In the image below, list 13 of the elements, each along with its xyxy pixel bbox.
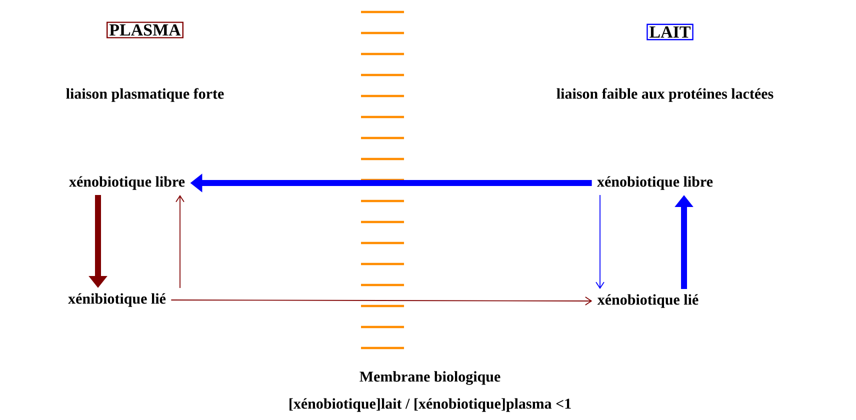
caption-text: liaison faible aux protéines lactées — [556, 88, 774, 102]
state-label: xénobiotique libre — [69, 176, 185, 190]
state-label: xénobiotique lié — [597, 294, 698, 308]
caption-text: [xénobiotique]lait / [xénobiotique]plasma <1 — [290, 398, 571, 412]
caption-text: liaison plasmatique forte — [66, 88, 224, 102]
arrow — [170, 296, 592, 306]
title-box: PLASMA — [106, 22, 184, 38]
arrow — [176, 195, 184, 288]
state-label: xénobiotique libre — [597, 176, 713, 190]
caption-text: Membrane biologique — [360, 371, 500, 385]
arrow — [596, 194, 604, 289]
title-box: LAIT — [646, 24, 694, 40]
state-label: xénibiotique lié — [68, 293, 166, 307]
